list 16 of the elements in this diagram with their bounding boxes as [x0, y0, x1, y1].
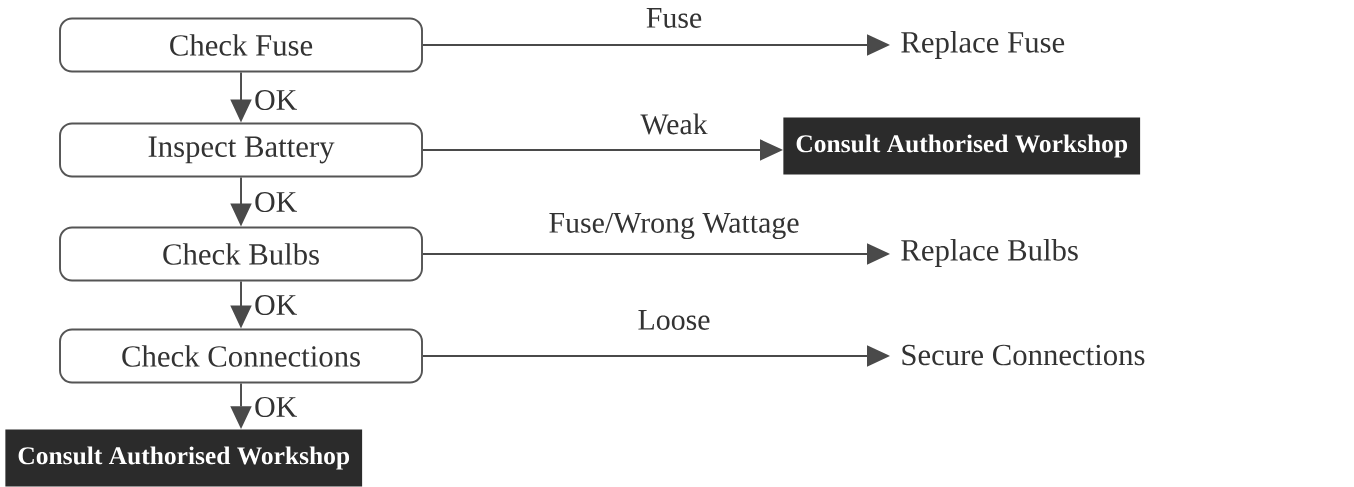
edge-label: OK — [252, 190, 300, 214]
edge-label: OK — [252, 88, 300, 112]
action-box: Consult Authorised Workshop — [5, 429, 363, 487]
process-box: Check Connections — [59, 328, 423, 384]
edge-label: Loose — [635, 308, 713, 332]
process-box: Check Fuse — [59, 17, 423, 73]
edge-label: Fuse/Wrong Wattage — [546, 211, 802, 241]
result-text: Replace Fuse — [901, 31, 1065, 59]
edge-label: Fuse — [644, 6, 704, 30]
edge-label: OK — [252, 395, 300, 419]
edge-label: OK — [252, 293, 300, 317]
action-box: Consult Authorised Workshop — [783, 117, 1141, 175]
result-text: Secure Connections — [902, 344, 1145, 366]
result-text: Replace Bulbs — [901, 239, 1078, 267]
process-box: Inspect Battery — [59, 122, 423, 178]
process-box: Check Bulbs — [59, 226, 423, 282]
